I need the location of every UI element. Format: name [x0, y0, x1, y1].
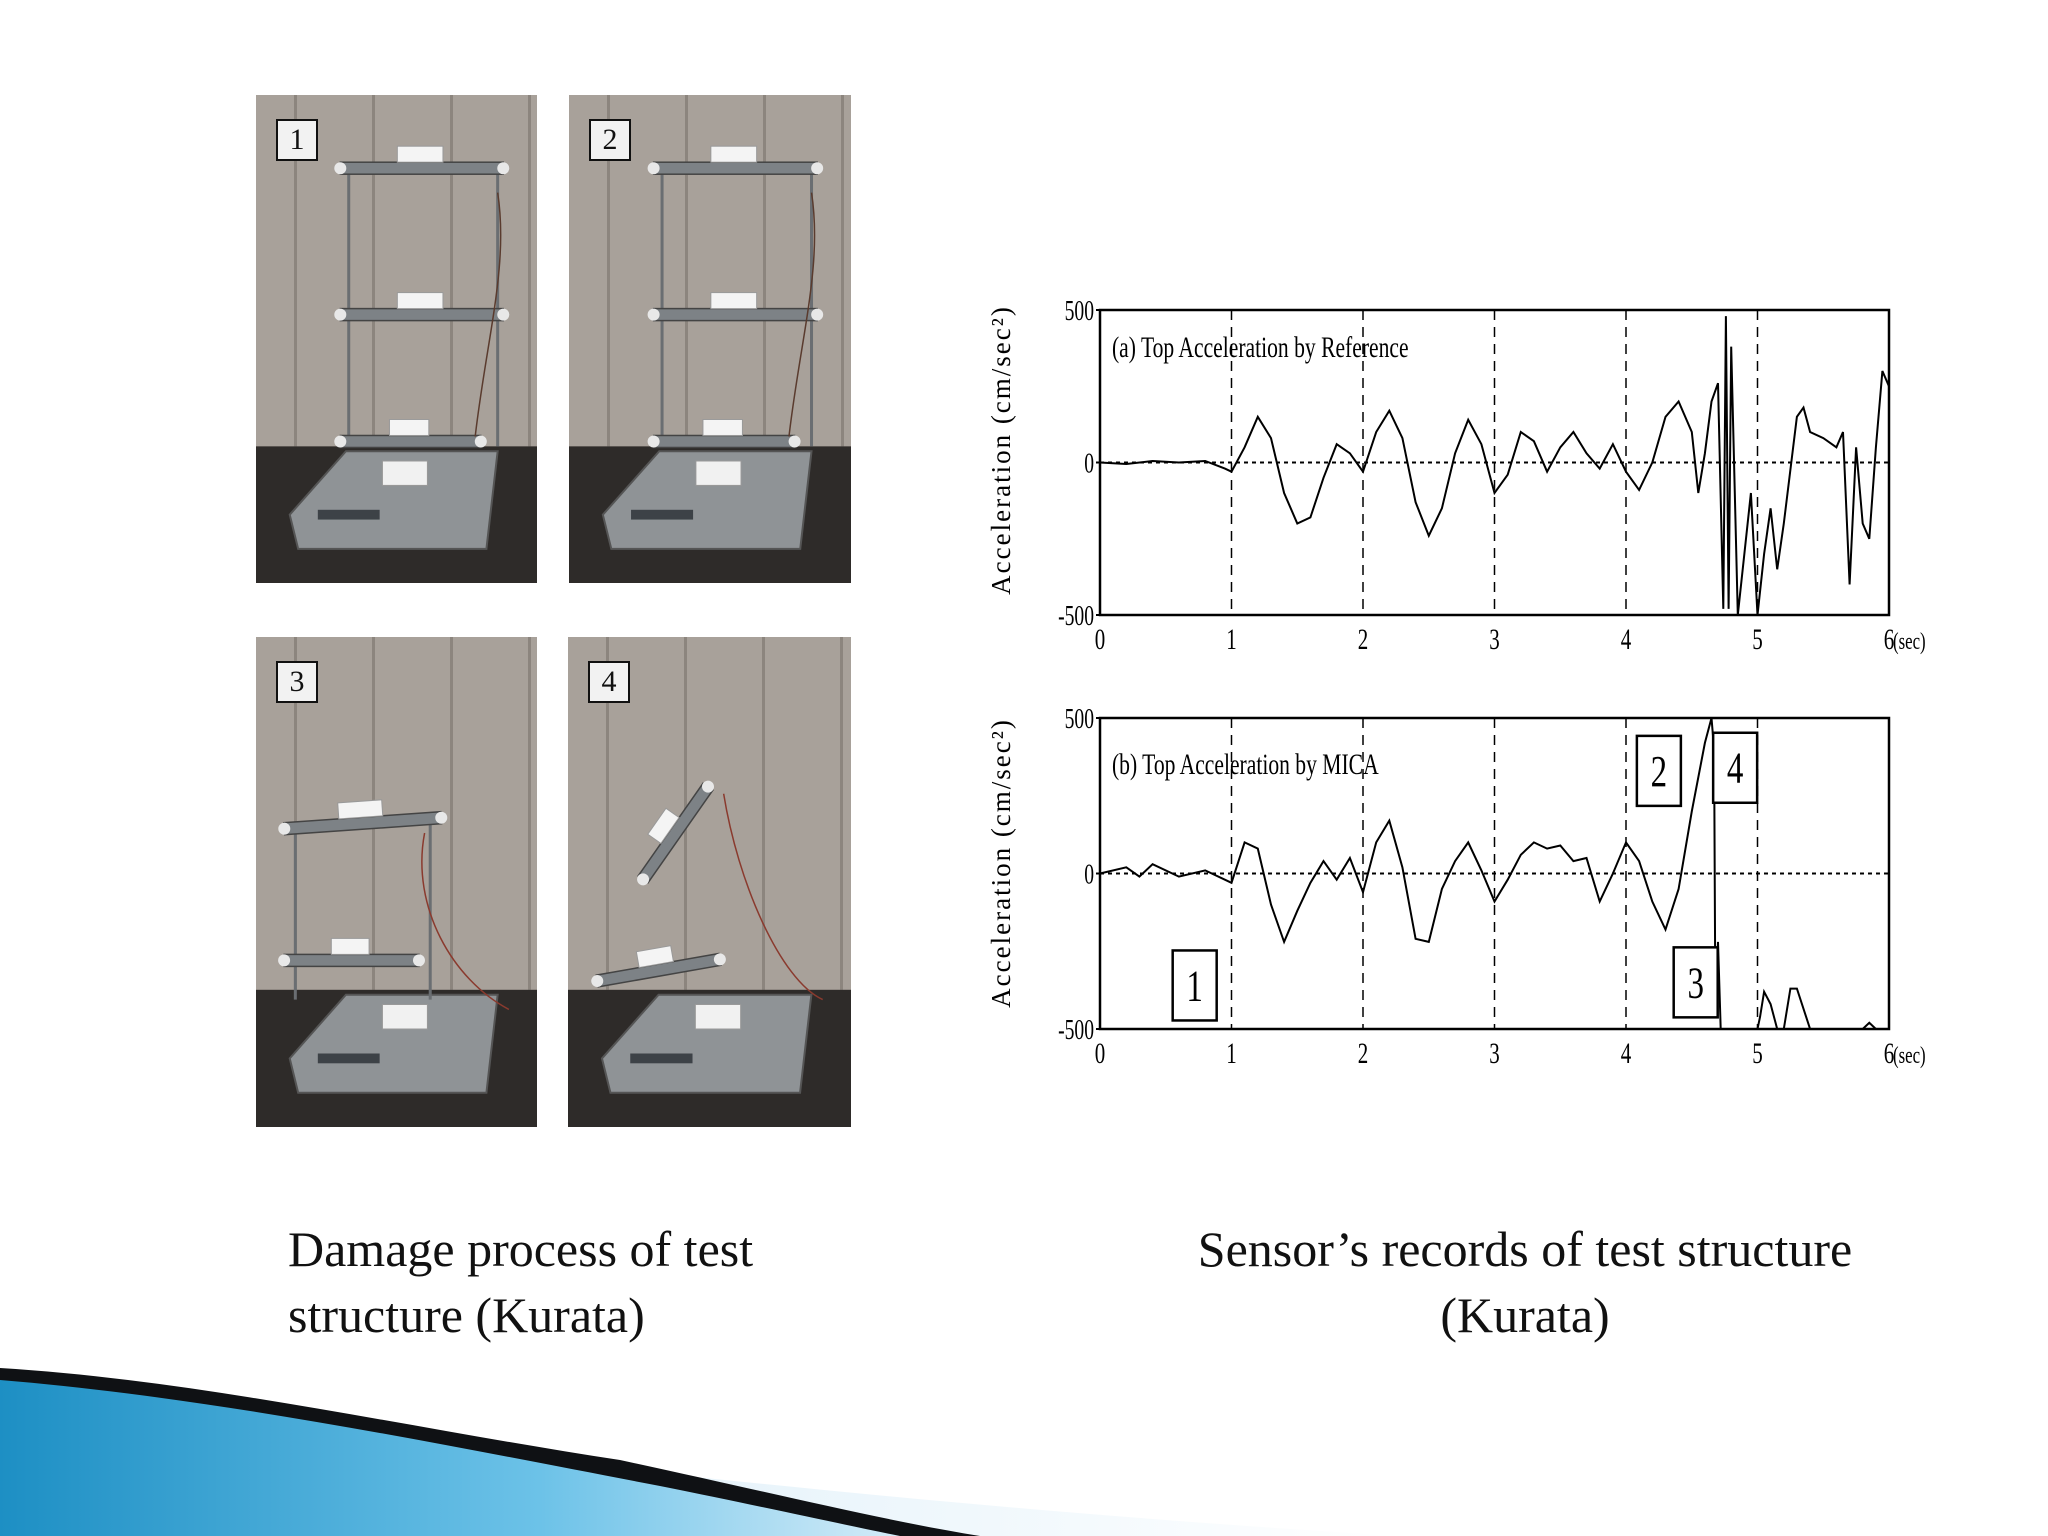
x-unit-label: (sec) [1893, 1043, 1926, 1068]
test-structure-illustration [568, 637, 851, 1127]
y-tick-label: -500 [1058, 1015, 1094, 1046]
x-tick-label: 3 [1489, 622, 1499, 656]
slide-decoration-swoosh [0, 1368, 1400, 1536]
chart-a-frame [1098, 308, 1891, 617]
photo-label: 4 [588, 661, 630, 703]
caption-photos-line2: structure (Kurata) [288, 1287, 645, 1343]
x-tick-label: 0 [1095, 1036, 1105, 1070]
x-tick-label: 2 [1358, 622, 1368, 656]
caption-charts: Sensor’s records of test structure (Kura… [1140, 1216, 1910, 1348]
chart-b-annotation-box: 1 [1171, 949, 1218, 1022]
chart-b-annotation-label: 4 [1727, 744, 1743, 793]
acceleration-charts: (a) Top Acceleration by Reference Accele… [986, 296, 1926, 1070]
y-tick-label: -500 [1058, 601, 1094, 632]
chart-b-ylabel: Acceleration (cm/sec²) [986, 718, 1016, 1008]
x-tick-label: 2 [1358, 1036, 1368, 1070]
y-tick-label: 500 [1065, 704, 1094, 735]
chart-b-frame [1098, 716, 1891, 1031]
chart-b-series-line [1099, 717, 1889, 1030]
photo-label: 3 [276, 661, 318, 703]
x-tick-label: 1 [1226, 1036, 1236, 1070]
test-structure-illustration [256, 637, 537, 1127]
caption-photos: Damage process of test structure (Kurata… [288, 1216, 753, 1348]
chart-b-annotation-label: 3 [1687, 959, 1703, 1008]
test-structure-illustration [256, 95, 537, 583]
y-tick-label: 0 [1084, 448, 1094, 479]
photo-damage-stage-4: 4 [568, 637, 851, 1127]
y-tick-label: 0 [1084, 859, 1094, 890]
x-tick-label: 4 [1621, 622, 1632, 656]
chart-b-annotation-label: 2 [1651, 747, 1667, 796]
photo-damage-stage-2: 2 [569, 95, 851, 583]
x-unit-label: (sec) [1893, 629, 1926, 654]
x-tick-label: 0 [1095, 622, 1105, 656]
chart-b-annotation-box: 3 [1672, 946, 1719, 1019]
x-tick-label: 6 [1884, 1036, 1895, 1070]
x-tick-label: 6 [1884, 622, 1895, 656]
x-tick-label: 3 [1489, 1036, 1499, 1070]
chart-a-ylabel: Acceleration (cm/sec²) [986, 305, 1016, 595]
chart-b-annotation-label: 1 [1186, 962, 1202, 1011]
x-tick-label: 5 [1752, 622, 1762, 656]
caption-photos-line1: Damage process of test [288, 1221, 754, 1277]
x-tick-label: 1 [1226, 622, 1236, 656]
chart-b-annotation-box: 2 [1635, 734, 1683, 808]
test-structure-illustration [569, 95, 851, 583]
photo-damage-stage-3: 3 [256, 637, 537, 1127]
chart-mica: (b) Top Acceleration by MICA Acceleratio… [986, 704, 1926, 1070]
x-tick-label: 5 [1752, 1036, 1762, 1070]
chart-b-annotation-box: 4 [1711, 731, 1759, 805]
photo-damage-stage-1: 1 [256, 95, 537, 583]
caption-charts-line2: (Kurata) [1440, 1287, 1610, 1343]
chart-a-series-line [1099, 316, 1890, 616]
y-tick-label: 500 [1065, 296, 1094, 327]
chart-a-title: (a) Top Acceleration by Reference [1112, 331, 1409, 364]
x-tick-label: 4 [1621, 1036, 1632, 1070]
photo-label: 1 [276, 119, 318, 161]
caption-charts-line1: Sensor’s records of test structure [1197, 1221, 1853, 1277]
photo-label: 2 [589, 119, 631, 161]
chart-b-title: (b) Top Acceleration by MICA [1112, 748, 1379, 781]
chart-reference: (a) Top Acceleration by Reference Accele… [986, 296, 1926, 656]
